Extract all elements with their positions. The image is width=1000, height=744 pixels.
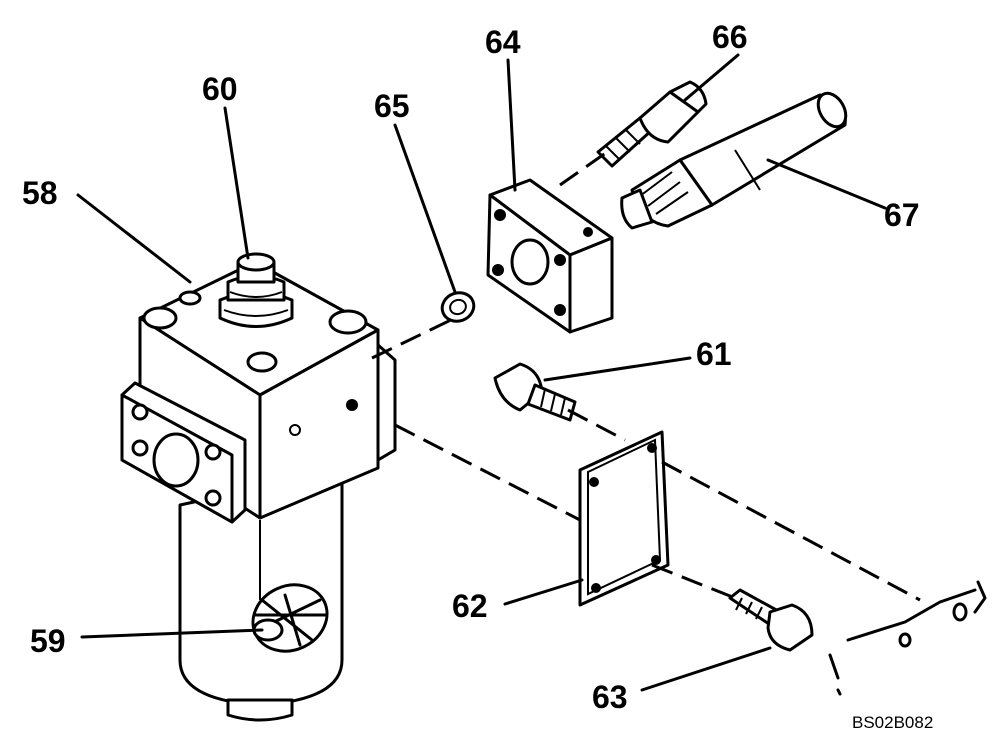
callout-67: 67	[884, 197, 920, 233]
leader-64	[506, 58, 517, 192]
leader-58	[76, 193, 192, 284]
sensor	[620, 91, 848, 230]
leader-61	[543, 356, 692, 382]
filter-assembly	[120, 252, 397, 722]
callout-65: 65	[374, 88, 410, 124]
callout-58: 58	[22, 175, 58, 211]
leader-65	[393, 123, 457, 294]
pressure-switch	[596, 80, 708, 168]
cover-plate	[578, 430, 670, 607]
callout-60: 60	[202, 71, 238, 107]
leader-67	[766, 158, 887, 210]
callout-61: 61	[696, 336, 732, 372]
indicator-stem	[218, 252, 294, 328]
filter-head	[120, 260, 397, 524]
callout-66: 66	[712, 19, 748, 55]
callout-62: 62	[452, 588, 488, 624]
leader-66	[683, 53, 740, 102]
leader-62	[503, 578, 584, 606]
drawing-code: BS02B082	[852, 713, 933, 732]
leader-63	[640, 646, 772, 692]
flange-block	[486, 178, 614, 334]
leader-lines	[76, 53, 887, 692]
leader-60	[223, 106, 250, 260]
callout-64: 64	[485, 24, 521, 60]
callout-59: 59	[30, 623, 66, 659]
mounting-bracket	[828, 580, 987, 696]
o-ring	[440, 291, 476, 323]
bolt-63	[728, 588, 814, 652]
alignment-lines	[371, 148, 921, 602]
callout-63: 63	[592, 679, 628, 715]
bolt-61	[493, 362, 577, 422]
leader-59	[80, 628, 264, 639]
